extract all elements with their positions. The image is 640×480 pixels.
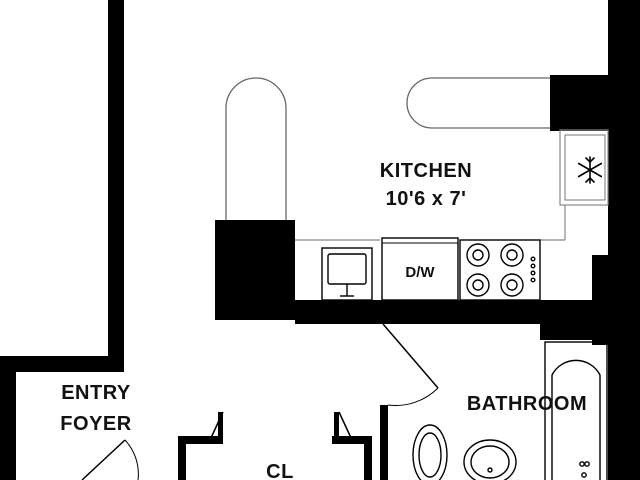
entry-label-line1: ENTRY [61,382,131,404]
counter-lines [295,129,609,241]
wall-entry-top [0,356,124,372]
wall-right-edge [608,0,640,480]
entry-label-line2: FOYER [60,413,131,435]
closet-door-stub-right [334,412,339,444]
refrigerator [564,134,606,201]
bath-door [382,323,439,406]
entry-door [81,439,139,480]
stove-icon [459,239,541,301]
wall-entry-left [108,0,124,372]
window-left [225,77,287,220]
kitchen-dimensions: 10'6 x 7' [386,188,467,210]
snowflake-icon [577,156,603,184]
sink-icon [321,247,373,301]
wall-bath-left [380,405,388,480]
dishwasher-label: D/W [405,264,435,281]
wall-bath-top [540,300,640,340]
column-right-upper [550,75,610,131]
door-swing-icon [81,439,126,480]
window-shapes [225,77,550,220]
wall-far-left [0,356,16,480]
closet-label: CL [266,461,294,480]
column-left [215,220,295,320]
door-swing-icon [382,323,439,389]
closet-door-swings [209,411,353,441]
wall-closet-left [178,440,186,480]
dishwasher: D/W [381,237,459,301]
window-top-right [406,77,550,129]
closet-door-stub-left [218,412,223,444]
wall-kitchen-bottom [295,300,545,324]
bathtub-icon [544,341,608,480]
toilet-icon [412,424,448,480]
bathroom-label: BATHROOM [467,393,587,415]
wall-closet-right [364,440,372,480]
wall-closet-left-jamb [178,436,218,444]
door-swing-icon [338,411,353,441]
kitchen-name: KITCHEN [380,160,472,182]
door-swing-icon [209,411,224,441]
bath-sink-icon [463,439,517,480]
